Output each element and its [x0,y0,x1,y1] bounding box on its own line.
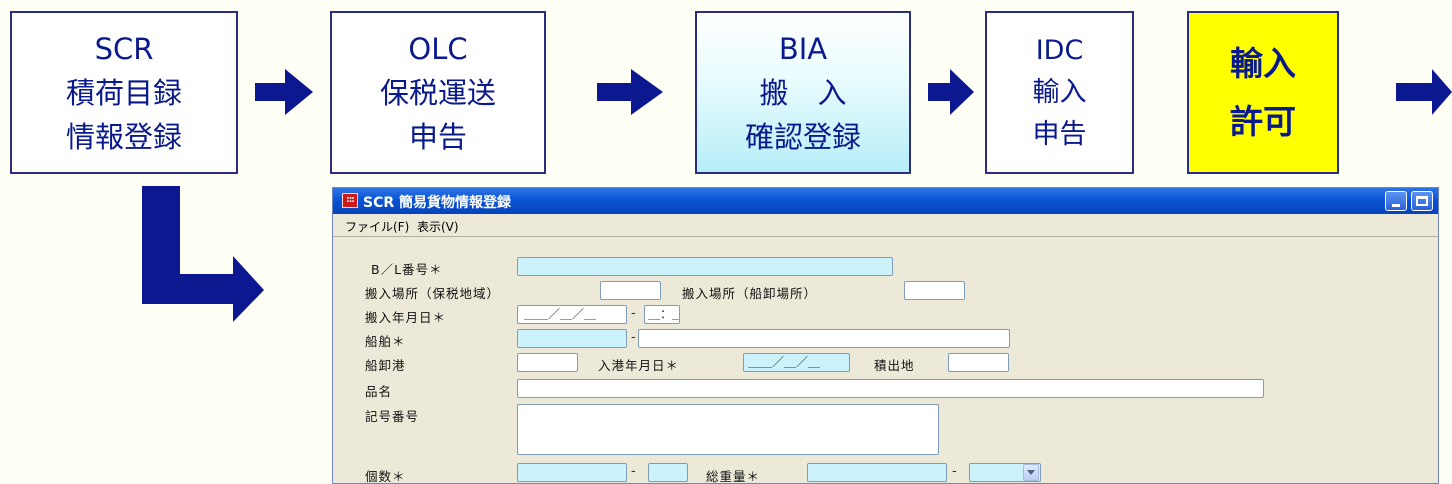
menu-view[interactable]: 表示(V) [417,220,459,234]
marks-numbers-label: 記号番号 [365,409,420,424]
flow-step-label: 許可 [1230,101,1296,141]
flow-step-label: 輸入 [1032,76,1087,108]
flow-step-label: 確認登録 [744,119,861,154]
item-name-label: 品名 [365,384,393,399]
dash-separator: - [631,464,636,479]
carry-in-date-label: 搬入年月日＊ [365,310,447,325]
bonded-area-input[interactable] [600,281,661,300]
minimize-button[interactable] [1385,191,1407,211]
menu-file[interactable]: ファイル(F) [345,220,410,234]
flow-step-label: 申告 [408,119,467,154]
unloading-port-label: 船卸港 [365,358,406,373]
gross-weight-label: 総重量＊ [706,469,761,484]
flow-step-idc: IDC 輸入 申告 [985,11,1134,174]
package-unit-input[interactable] [648,463,688,482]
flow-step-bia: BIA 搬 入 確認登録 [695,11,911,174]
flow-step-scr: SCR 積荷目録 情報登録 [10,11,238,174]
arrival-date-label: 入港年月日＊ [598,358,680,373]
flow-step-code: BIA [778,31,828,66]
flow-step-label: 搬 入 [759,75,847,110]
bl-number-input[interactable] [517,257,893,276]
loading-place-label: 積出地 [874,358,915,373]
bonded-area-label: 搬入場所（保税地域） [365,286,501,301]
dash-separator: - [631,306,636,321]
vessel-name-input[interactable] [638,329,1010,348]
marks-numbers-textarea[interactable] [517,404,939,455]
flow-step-label: 情報登録 [65,119,182,154]
flow-step-label: 積荷目録 [65,75,182,110]
package-count-label: 個数＊ [365,469,406,484]
flow-arrow-right-icon [255,69,313,115]
flow-step-label: 輸入 [1230,43,1296,83]
scr-app-window: ::: SCR 簡易貨物情報登録 ファイル(F) 表示(V) B／L番号＊ 搬入… [332,187,1439,484]
chevron-down-icon[interactable] [1023,464,1039,481]
loading-place-input[interactable] [948,353,1009,372]
window-title: SCR 簡易貨物情報登録 [363,195,512,211]
flow-step-label: 保税運送 [379,75,496,110]
flow-arrow-right-icon [597,69,663,115]
window-titlebar[interactable]: ::: SCR 簡易貨物情報登録 [333,188,1438,214]
flow-step-olc: OLC 保税運送 申告 [330,11,546,174]
menu-separator [333,236,1438,237]
unloading-place-label: 搬入場所（船卸場所） [682,286,818,301]
unloading-port-input[interactable] [517,353,578,372]
maximize-button[interactable] [1411,191,1433,211]
bl-number-label: B／L番号＊ [371,262,443,277]
gross-weight-input[interactable] [807,463,947,482]
unloading-place-input[interactable] [904,281,965,300]
flow-step-code: SCR [94,31,154,66]
arrival-date-input[interactable]: ＿＿／＿／＿ [743,353,850,372]
menu-bar: ファイル(F) 表示(V) [333,214,1438,236]
flow-arrow-right-icon [928,69,974,115]
app-icon: ::: [342,193,358,208]
vessel-label: 船舶＊ [365,334,406,349]
flow-step-label: 申告 [1032,118,1087,150]
flow-step-code: IDC [1035,34,1084,66]
flow-arrow-down-right-icon [142,186,264,322]
package-count-input[interactable] [517,463,627,482]
item-name-input[interactable] [517,379,1264,398]
vessel-code-input[interactable] [517,329,627,348]
carry-in-time-input[interactable]: ＿：＿ [644,305,680,324]
dash-separator: - [631,330,636,345]
flow-arrow-right-icon [1396,69,1452,115]
dash-separator: - [952,464,957,479]
carry-in-date-input[interactable]: ＿＿／＿／＿ [517,305,627,324]
flow-step-code: OLC [408,31,468,66]
flow-step-import-permit: 輸入 許可 [1187,11,1339,174]
